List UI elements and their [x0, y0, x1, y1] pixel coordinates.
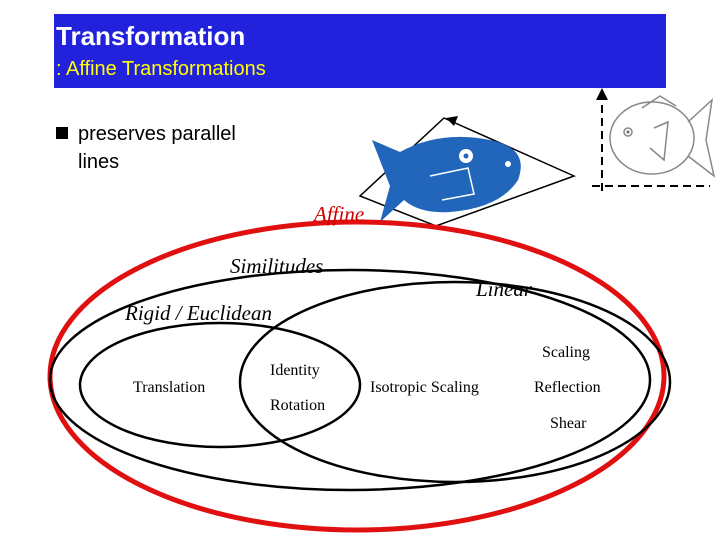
rotation-label: Rotation: [270, 397, 325, 414]
bullet-item: preserves parallel lines: [56, 120, 296, 176]
slide-title: Transformation: [56, 21, 246, 51]
outlined-fish-illustration: [592, 88, 716, 192]
translation-label: Translation: [133, 379, 205, 396]
bullet-square-icon: [56, 127, 68, 139]
bullet-text: preserves parallel lines: [78, 123, 236, 173]
rigid-set-outline: [78, 321, 362, 449]
affine-label: Affine: [312, 202, 364, 226]
linear-set-outline: [238, 280, 672, 484]
slide-subtitle: : Affine Transformations: [56, 58, 266, 80]
title-bar: Transformation : Affine Transformations: [54, 14, 666, 88]
similitudes-set-outline: [48, 268, 652, 492]
shear-label: Shear: [550, 415, 587, 432]
scaling-label: Scaling: [542, 344, 590, 361]
isotropic-scaling-label: Isotropic Scaling: [370, 379, 479, 396]
linear-label: Linear: [475, 277, 533, 301]
reflection-label: Reflection: [534, 379, 601, 396]
rigid-label: Rigid / Euclidean: [124, 301, 272, 325]
fish-illustration: [358, 116, 577, 227]
identity-label: Identity: [270, 362, 320, 379]
similitudes-label: Similitudes: [230, 254, 323, 278]
affine-set-outline: [47, 219, 667, 533]
